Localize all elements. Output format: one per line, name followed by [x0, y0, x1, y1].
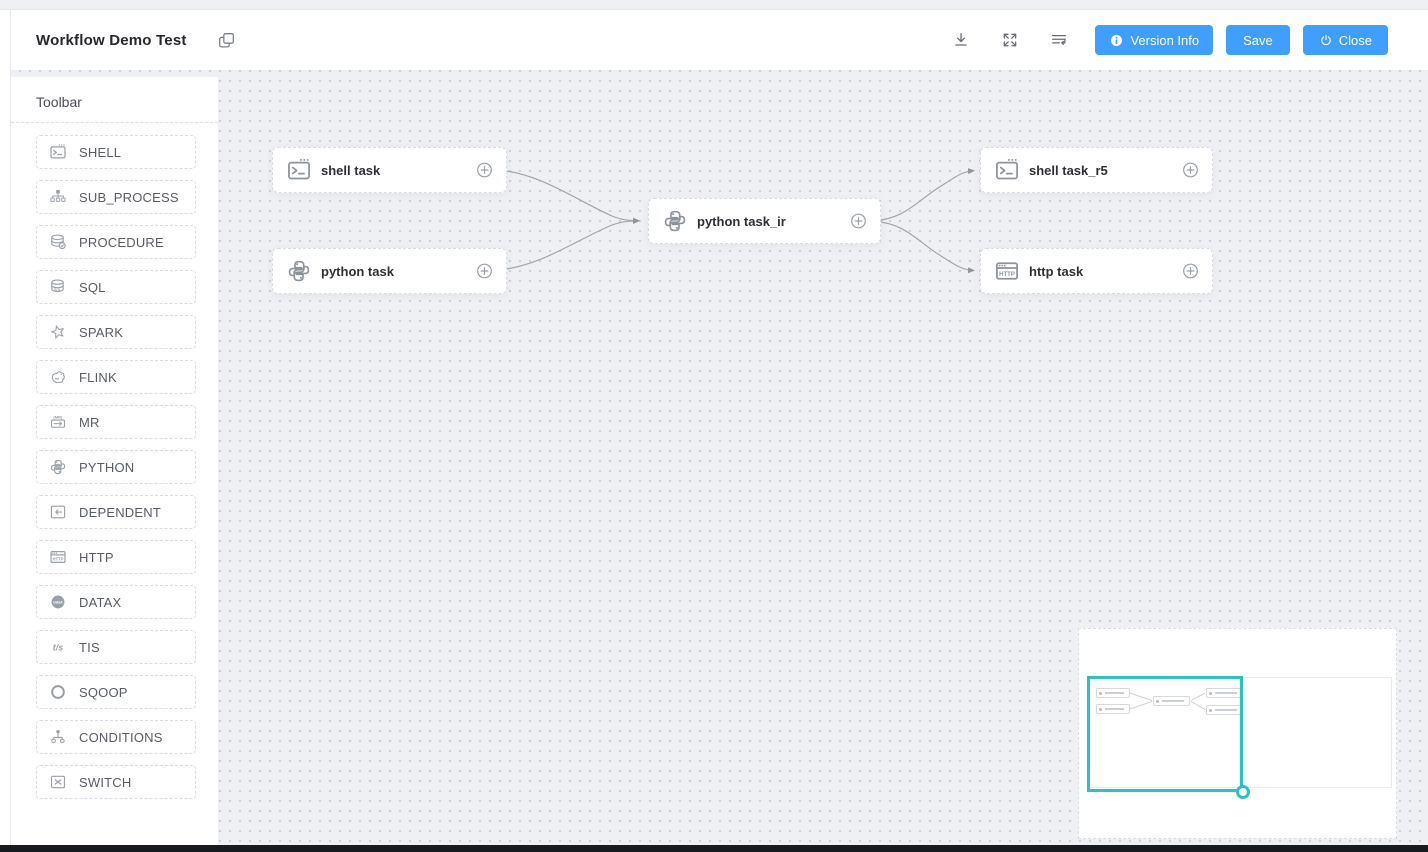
database-sql-icon — [49, 278, 67, 296]
fullscreen-icon — [1001, 31, 1019, 49]
copy-workflow-name-button[interactable] — [216, 29, 238, 51]
task-node-label: http task — [1029, 263, 1084, 279]
power-icon — [1319, 33, 1333, 47]
toolbar-item-mr[interactable]: MR — [36, 405, 196, 439]
version-info-label: Version Info — [1130, 32, 1200, 48]
minimap-resize-handle[interactable] — [1236, 785, 1250, 799]
task-node-label: shell task_r5 — [1029, 162, 1108, 178]
minimap-viewport[interactable] — [1087, 676, 1243, 792]
toolbar-item-switch[interactable]: SWITCH — [36, 765, 196, 799]
add-edge-plus-button[interactable] — [1181, 262, 1200, 281]
minimap — [1078, 628, 1397, 839]
toolbar-item-sub-process[interactable]: SUB_PROCESS — [36, 180, 196, 214]
toolbar-item-conditions[interactable]: CONDITIONS — [36, 720, 196, 754]
header-bar: Workflow Demo Test Version Info Save Clo… — [11, 10, 1428, 70]
toolbar-item-datax[interactable]: DATAX — [36, 585, 196, 619]
toolbar-item-procedure[interactable]: PROCEDURE — [36, 225, 196, 259]
switch-box-icon — [49, 773, 67, 791]
task-node-label: python task_ir — [697, 213, 786, 229]
toolbar-item-label: HTTP — [79, 549, 114, 565]
http-icon — [994, 258, 1020, 284]
python-icon — [286, 258, 312, 284]
toolbar-item-label: MR — [79, 414, 100, 430]
task-node-label: shell task — [321, 162, 381, 178]
format-dag-icon — [1050, 31, 1068, 49]
spark-star-icon — [49, 323, 67, 341]
python-icon — [662, 208, 688, 234]
toolbar-items: SHELL SUB_PROCESS PROCEDURE SQL SPARK FL… — [11, 123, 218, 799]
copy-icon — [217, 31, 236, 50]
dependent-arrow-box-icon — [49, 503, 67, 521]
shell-icon — [286, 157, 312, 183]
task-node-python-task-ir[interactable]: python task_ir — [648, 198, 881, 244]
toolbar-item-label: SUB_PROCESS — [79, 189, 179, 205]
minimap-node — [1096, 704, 1130, 714]
task-node-python-task[interactable]: python task — [272, 248, 507, 294]
add-edge-plus-button[interactable] — [475, 161, 494, 180]
toolbar-item-label: PYTHON — [79, 459, 135, 475]
shell-icon — [994, 157, 1020, 183]
minimap-node — [1096, 688, 1130, 698]
add-edge-plus-button[interactable] — [1181, 161, 1200, 180]
toolbar-item-label: TIS — [79, 639, 100, 655]
sqoop-circle-icon — [49, 683, 67, 701]
sub-process-tree-icon — [49, 188, 67, 206]
version-info-button[interactable]: Version Info — [1095, 25, 1214, 55]
toolbar-item-label: DATAX — [79, 594, 122, 610]
toolbar-item-sqoop[interactable]: SQOOP — [36, 675, 196, 709]
toolbar-item-label: PROCEDURE — [79, 234, 164, 250]
datax-badge-icon — [49, 593, 67, 611]
toolbar-item-label: FLINK — [79, 369, 117, 385]
task-node-http-task[interactable]: http task — [980, 248, 1213, 294]
http-browser-icon — [49, 548, 67, 566]
toolbar-item-flink[interactable]: FLINK — [36, 360, 196, 394]
toolbar-item-label: SQL — [79, 279, 106, 295]
window-top-strip — [0, 0, 1428, 10]
toolbar-item-label: SPARK — [79, 324, 124, 340]
window-bottom-bar — [0, 845, 1428, 852]
close-button[interactable]: Close — [1302, 25, 1388, 55]
tis-logo-icon — [49, 638, 67, 656]
toolbar-item-label: SWITCH — [79, 774, 132, 790]
toolbar-item-python[interactable]: PYTHON — [36, 450, 196, 484]
toolbar-item-tis[interactable]: TIS — [36, 630, 196, 664]
toolbar-item-label: SHELL — [79, 144, 122, 160]
close-label: Close — [1338, 32, 1372, 48]
database-check-icon — [49, 233, 67, 251]
map-reduce-icon — [49, 413, 67, 431]
task-node-label: python task — [321, 263, 394, 279]
toolbar-panel: Toolbar SHELL SUB_PROCESS PROCEDURE SQL … — [11, 77, 218, 845]
toolbar-item-http[interactable]: HTTP — [36, 540, 196, 574]
format-dag-button[interactable] — [1048, 29, 1070, 51]
toolbar-item-label: SQOOP — [79, 684, 128, 700]
save-label: Save — [1243, 32, 1273, 48]
download-icon — [952, 31, 970, 49]
python-logo-icon — [49, 458, 67, 476]
task-node-shell-task[interactable]: shell task — [272, 147, 507, 193]
toolbar-item-dependent[interactable]: DEPENDENT — [36, 495, 196, 529]
toolbar-divider — [11, 122, 218, 123]
save-button[interactable]: Save — [1226, 25, 1290, 55]
toolbar-item-label: DEPENDENT — [79, 504, 161, 520]
shell-terminal-icon — [49, 143, 67, 161]
task-node-shell-task-r5[interactable]: shell task_r5 — [980, 147, 1213, 193]
conditions-fork-icon — [49, 728, 67, 746]
toolbar-item-shell[interactable]: SHELL — [36, 135, 196, 169]
toolbar-item-spark[interactable]: SPARK — [36, 315, 196, 349]
workflow-title: Workflow Demo Test — [36, 31, 187, 49]
info-circle-icon — [1109, 33, 1124, 48]
flink-squirrel-icon — [49, 368, 67, 386]
add-edge-plus-button[interactable] — [849, 212, 868, 231]
left-hairline — [10, 10, 11, 845]
fullscreen-button[interactable] — [999, 29, 1021, 51]
toolbar-title: Toolbar — [36, 94, 82, 110]
download-workflow-button[interactable] — [950, 29, 972, 51]
minimap-node — [1153, 696, 1190, 706]
toolbar-item-label: CONDITIONS — [79, 729, 163, 745]
add-edge-plus-button[interactable] — [475, 262, 494, 281]
toolbar-item-sql[interactable]: SQL — [36, 270, 196, 304]
